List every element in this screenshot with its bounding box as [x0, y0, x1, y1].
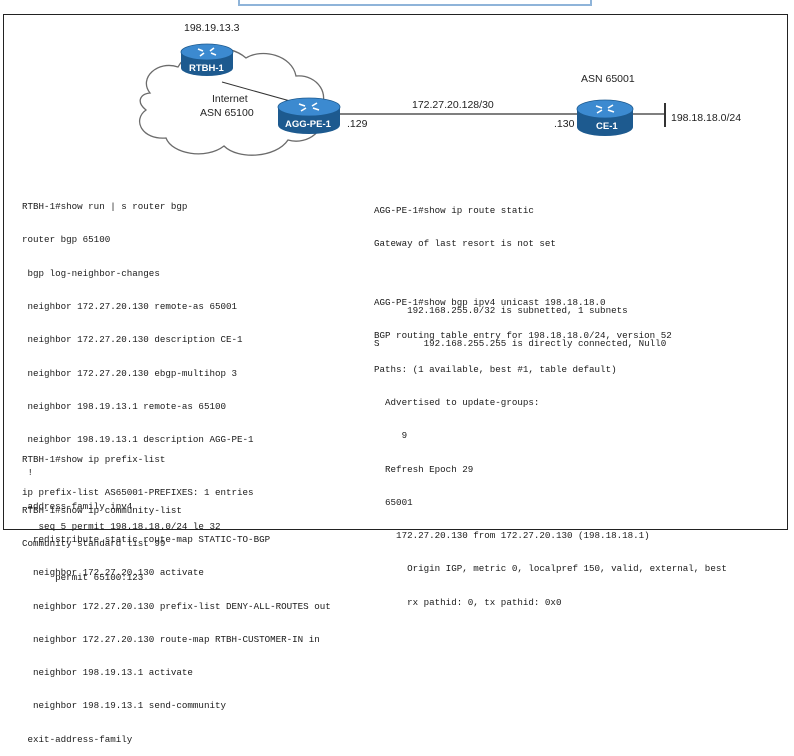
cli-line: Community standard list 99	[22, 538, 166, 550]
cli-line: 172.27.20.130 from 172.27.20.130 (198.18…	[374, 530, 650, 542]
cli-line: 192.168.255.0/32 is subnetted, 1 subnets	[374, 305, 628, 317]
ce-port-label: .130	[554, 118, 575, 130]
rtbh-ip-label: 198.19.13.3	[184, 22, 240, 34]
cli-line: ip prefix-list AS65001-PREFIXES: 1 entri…	[22, 487, 254, 499]
cli-line: neighbor 172.27.20.130 description CE-1	[22, 334, 243, 346]
agg-port-label: .129	[347, 118, 368, 130]
cli-line: 65001	[374, 496, 413, 508]
cli-line: neighbor 172.27.20.130 prefix-list DENY-…	[22, 600, 331, 612]
top-border-box	[238, 0, 592, 6]
cli-agg-bgp-entry: AGG-PE-1#show bgp ipv4 unicast 198.18.18…	[374, 275, 727, 619]
router-rtbh-1-icon	[180, 43, 234, 76]
cli-line: Advertised to update-groups:	[374, 397, 540, 409]
router-agg-pe-1-icon	[277, 97, 341, 134]
rtbh-name-label: RTBH-1	[189, 63, 224, 74]
cli-line: AGG-PE-1#show ip route static	[374, 205, 534, 217]
ce-name-label: CE-1	[596, 121, 618, 132]
ce-asn-label: ASN 65001	[581, 73, 635, 85]
cli-line: neighbor 198.19.13.1 send-community	[22, 700, 226, 712]
cli-line: RTBH-1#show ip community-list	[22, 505, 182, 517]
cli-line: BGP routing table entry for 198.18.18.0/…	[374, 330, 672, 342]
router-ce-1-icon	[576, 99, 634, 136]
link-subnet-label: 172.27.20.128/30	[412, 99, 494, 111]
diagram-frame	[3, 14, 788, 530]
cli-line: router bgp 65100	[22, 234, 111, 246]
cli-line: neighbor 198.19.13.1 remote-as 65100	[22, 400, 227, 412]
cli-line: rx pathid: 0, tx pathid: 0x0	[374, 596, 562, 608]
cli-agg-static-routes: AGG-PE-1#show ip route static Gateway of…	[374, 183, 666, 361]
cli-line: AGG-PE-1#show bgp ipv4 unicast 198.18.18…	[374, 297, 606, 309]
cli-line: address-family ipv4	[22, 500, 133, 512]
cli-line: neighbor 172.27.20.130 remote-as 65001	[22, 301, 238, 313]
cli-line: Gateway of last resort is not set	[374, 238, 556, 250]
topology-diagram	[139, 43, 666, 156]
cloud-label-asn: ASN 65100	[200, 107, 254, 119]
cli-line: Refresh Epoch 29	[374, 463, 474, 475]
agg-name-label: AGG-PE-1	[285, 119, 331, 130]
cli-line: !	[22, 467, 34, 479]
cli-line: 9	[374, 430, 408, 442]
cli-rtbh-prefix-list: RTBH-1#show ip prefix-list ip prefix-lis…	[22, 432, 254, 543]
cli-line: exit-address-family	[22, 733, 133, 745]
cli-line: Origin IGP, metric 0, localpref 150, val…	[374, 563, 727, 575]
cli-line: neighbor 198.19.13.1 activate	[22, 667, 193, 679]
cli-line: seq 5 permit 198.18.18.0/24 le 32	[22, 520, 221, 532]
cli-line: bgp log-neighbor-changes	[22, 267, 160, 279]
cli-line: RTBH-1#show run | s router bgp	[22, 201, 188, 213]
cli-rtbh-community-list: RTBH-1#show ip community-list Community …	[22, 483, 182, 594]
cli-line: permit 65100:123	[22, 571, 144, 583]
cloud-label-internet: Internet	[212, 93, 248, 105]
cli-line: RTBH-1#show ip prefix-list	[22, 454, 166, 466]
cli-line: Paths: (1 available, best #1, table defa…	[374, 363, 617, 375]
cli-line: neighbor 172.27.20.130 route-map RTBH-CU…	[22, 633, 320, 645]
cli-line: S 192.168.255.255 is directly connected,…	[374, 338, 667, 350]
ce-prefix-label: 198.18.18.0/24	[671, 112, 742, 124]
cli-line: neighbor 198.19.13.1 description AGG-PE-…	[22, 434, 254, 446]
cli-line: neighbor 172.27.20.130 ebgp-multihop 3	[22, 367, 238, 379]
